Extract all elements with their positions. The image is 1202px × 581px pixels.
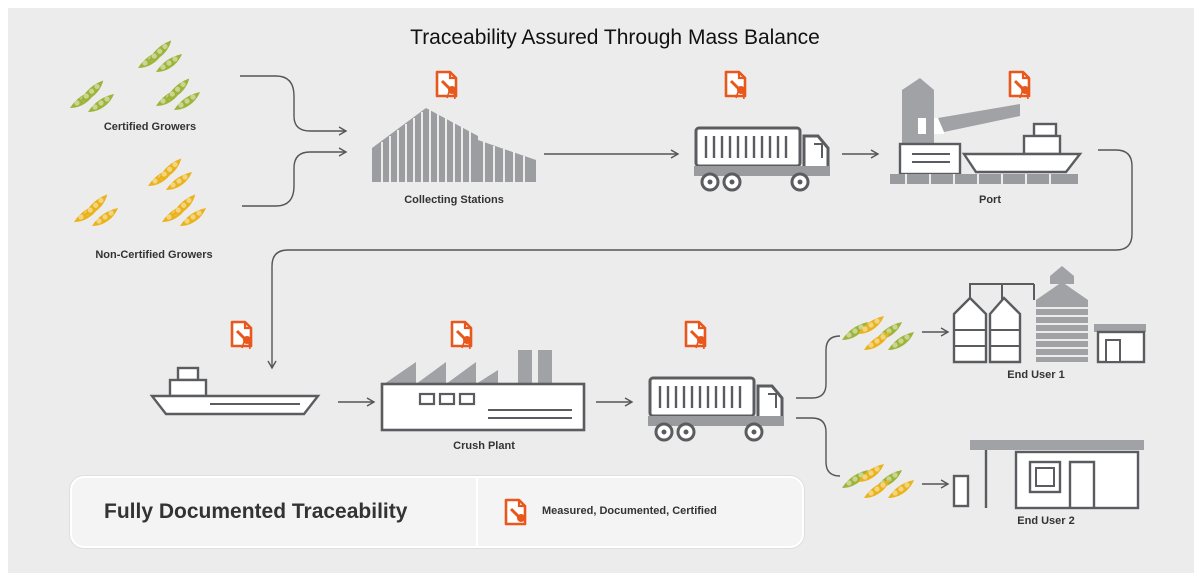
crush-plant-label: Crush Plant <box>453 440 515 452</box>
mixed-soybeans-icon-2 <box>842 464 914 498</box>
mixed-soybeans-icon-1 <box>842 316 914 350</box>
crush-plant-icon <box>380 350 586 432</box>
end-user-2-icon <box>952 440 1144 510</box>
document-icon-port <box>1008 70 1031 101</box>
non-certified-growers-icon <box>74 159 206 226</box>
document-icon-truck-1 <box>724 70 747 101</box>
port-icon <box>890 78 1083 184</box>
document-icon-truck-2 <box>684 320 707 351</box>
certified-growers-label: Certified Growers <box>103 121 197 133</box>
certified-growers-icon <box>70 41 200 112</box>
collecting-stations-label: Collecting Stations <box>404 194 504 206</box>
non-certified-growers-label: Non-Certified Growers <box>95 249 213 261</box>
end-user-1-label: End User 1 <box>1007 369 1065 381</box>
port-label: Port <box>979 194 1001 206</box>
document-icon-crush-plant <box>450 320 473 351</box>
legend-box: Fully Documented Traceability Measured, … <box>70 476 804 548</box>
diagram-title: Traceability Assured Through Mass Balanc… <box>410 26 820 49</box>
collecting-station-icon <box>372 108 536 182</box>
end-user-2-label: End User 2 <box>1017 515 1075 527</box>
legend-divider <box>476 478 478 546</box>
end-user-1-icon <box>952 266 1146 364</box>
legend-item-label: Measured, Documented, Certified <box>542 505 717 517</box>
ship-icon <box>149 366 321 416</box>
document-icon-collecting <box>435 70 458 101</box>
document-icon-ship <box>230 320 253 351</box>
truck-icon-1 <box>692 126 832 192</box>
document-seal-icon <box>504 498 527 526</box>
legend-title: Fully Documented Traceability <box>104 500 408 523</box>
truck-icon-2 <box>646 376 786 442</box>
